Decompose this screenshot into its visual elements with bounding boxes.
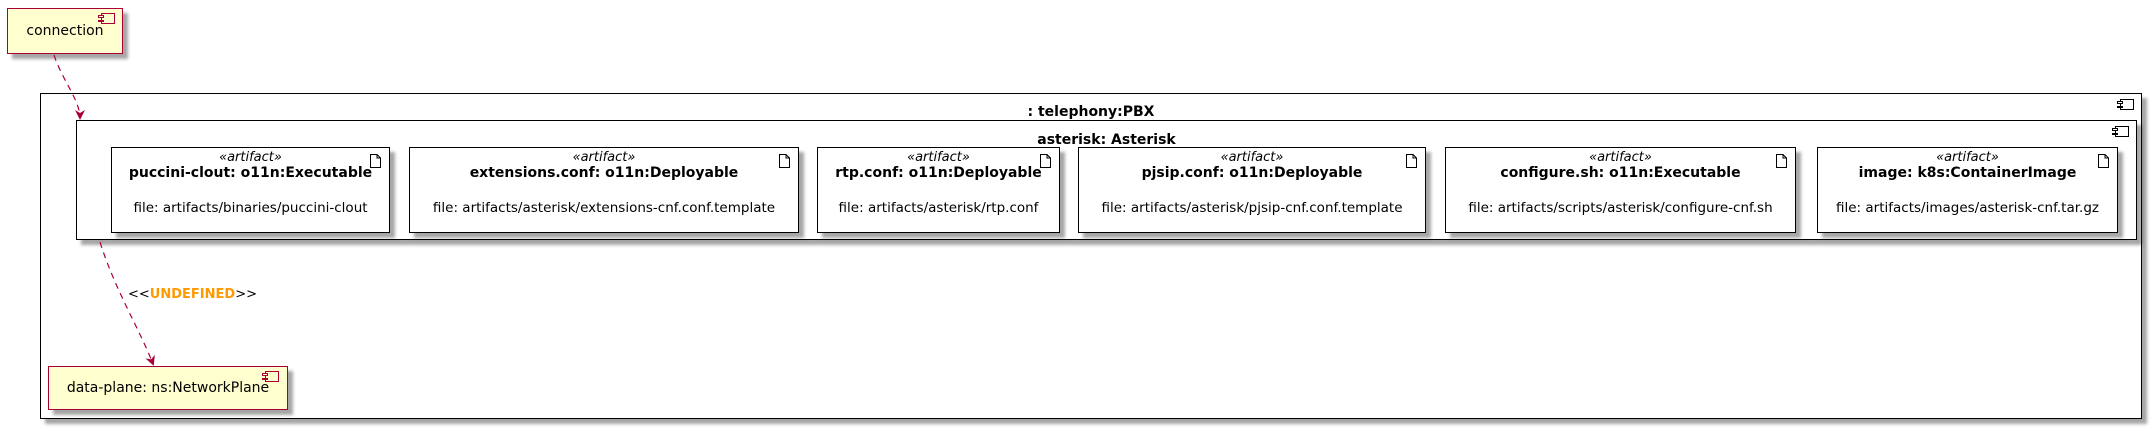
artifact-file: file: artifacts/asterisk/rtp.conf [838, 200, 1039, 216]
artifact-file: file: artifacts/asterisk/pjsip-cnf.conf.… [1101, 200, 1403, 216]
file-icon [1040, 154, 1051, 168]
artifact-name: image: k8s:ContainerImage [1858, 165, 2077, 181]
artifact-name: puccini-clout: o11n:Executable [128, 165, 373, 181]
artifact-name: extensions.conf: o11n:Deployable [469, 165, 739, 181]
artifact-rtp-conf[interactable]: «artifact» rtp.conf: o11n:Deployable fil… [817, 147, 1060, 233]
component-icon [262, 371, 279, 382]
artifact-image[interactable]: «artifact» image: k8s:ContainerImage fil… [1817, 147, 2118, 233]
artifact-stereotype: «artifact» [1589, 150, 1652, 165]
artifact-name: configure.sh: o11n:Executable [1500, 165, 1741, 181]
asterisk-title: asterisk: Asterisk [1037, 132, 1176, 148]
artifact-name: rtp.conf: o11n:Deployable [835, 165, 1042, 181]
artifact-configure-sh[interactable]: «artifact» configure.sh: o11n:Executable… [1445, 147, 1796, 233]
file-icon [779, 154, 790, 168]
component-icon [2112, 126, 2129, 137]
connection-label: connection [26, 23, 104, 39]
component-icon [98, 13, 115, 24]
artifact-stereotype: «artifact» [1936, 150, 1999, 165]
artifact-stereotype: «artifact» [907, 150, 970, 165]
edge-label-undefined: <<UNDEFINED>> [128, 287, 257, 302]
artifact-pjsip-conf[interactable]: «artifact» pjsip.conf: o11n:Deployable f… [1078, 147, 1426, 233]
artifact-file: file: artifacts/binaries/puccini-clout [133, 200, 368, 216]
pbx-title: : telephony:PBX [1027, 104, 1155, 120]
artifact-puccini-clout[interactable]: «artifact» puccini-clout: o11n:Executabl… [111, 147, 390, 233]
artifact-file: file: artifacts/asterisk/extensions-cnf.… [432, 200, 776, 216]
artifact-stereotype: «artifact» [1220, 150, 1284, 165]
artifact-stereotype: «artifact» [219, 150, 282, 165]
component-icon [2117, 99, 2134, 110]
data-plane-component[interactable]: data-plane: ns:NetworkPlane [48, 366, 288, 410]
connection-component[interactable]: connection [7, 8, 123, 54]
file-icon [2098, 154, 2109, 168]
artifact-stereotype: «artifact» [572, 150, 636, 165]
artifact-name: pjsip.conf: o11n:Deployable [1141, 165, 1363, 181]
file-icon [370, 154, 381, 168]
file-icon [1406, 154, 1417, 168]
artifact-file: file: artifacts/scripts/asterisk/configu… [1468, 200, 1773, 216]
artifact-file: file: artifacts/images/asterisk-cnf.tar.… [1835, 200, 2099, 216]
data-plane-label: data-plane: ns:NetworkPlane [66, 380, 270, 396]
file-icon [1776, 154, 1787, 168]
artifact-extensions-conf[interactable]: «artifact» extensions.conf: o11n:Deploya… [409, 147, 799, 233]
